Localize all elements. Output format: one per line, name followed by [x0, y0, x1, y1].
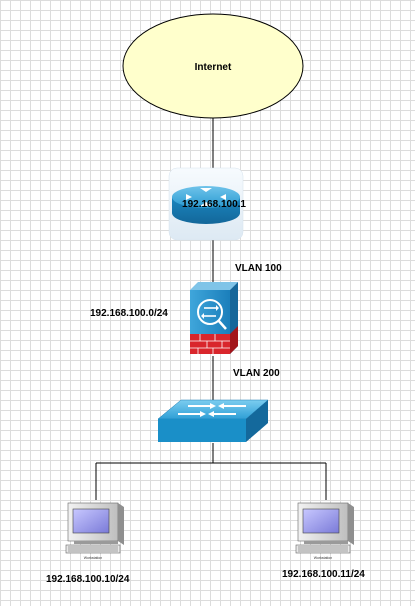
router-node: 192.168.100.1 [168, 167, 246, 241]
workstation-right-keys [298, 546, 348, 552]
workstation-left-keys [68, 546, 118, 552]
switch-front [158, 419, 246, 442]
workstation-right-monitor-side [348, 503, 354, 545]
workstation-right-caption: Workstation [314, 556, 332, 560]
workstation-left-node: Workstation 192.168.100.10/24 [46, 502, 130, 585]
switch-side [246, 400, 268, 442]
firewall-node: 192.168.100.0/24 [90, 282, 238, 354]
workstation-left-stand [74, 541, 118, 544]
workstation-left-label: 192.168.100.10/24 [46, 574, 130, 585]
switch-node [157, 399, 269, 442]
firewall-shield-icon [197, 299, 227, 330]
workstation-right-label: 192.168.100.11/24 [282, 569, 365, 580]
workstation-right-screen [302, 508, 340, 534]
internet-cloud-shape [122, 13, 304, 119]
router-arrows-icon [186, 188, 226, 206]
workstation-left-screen [72, 508, 110, 534]
router-label: 192.168.100.1 [182, 199, 246, 210]
workstation-left-caption: Workstation [84, 556, 102, 560]
workstation-left-monitor-side [118, 503, 124, 545]
firewall-label: 192.168.100.0/24 [90, 308, 168, 319]
vlan-100-label: VLAN 100 [235, 263, 282, 274]
internet-label: Internet [195, 62, 232, 73]
router-top [172, 186, 240, 208]
vlan-200-label: VLAN 200 [233, 368, 280, 379]
internet-node: Internet [122, 13, 304, 119]
firewall-brick-wall [190, 334, 230, 354]
firewall-top [190, 282, 238, 290]
workstation-right-stand [304, 541, 348, 544]
firewall-brick-side [230, 326, 238, 354]
switch-arrows-icon [178, 403, 246, 417]
workstation-right-node: Workstation 192.168.100.11/24 [282, 502, 365, 580]
firewall-brick-lines [190, 334, 230, 354]
connections [95, 118, 327, 500]
